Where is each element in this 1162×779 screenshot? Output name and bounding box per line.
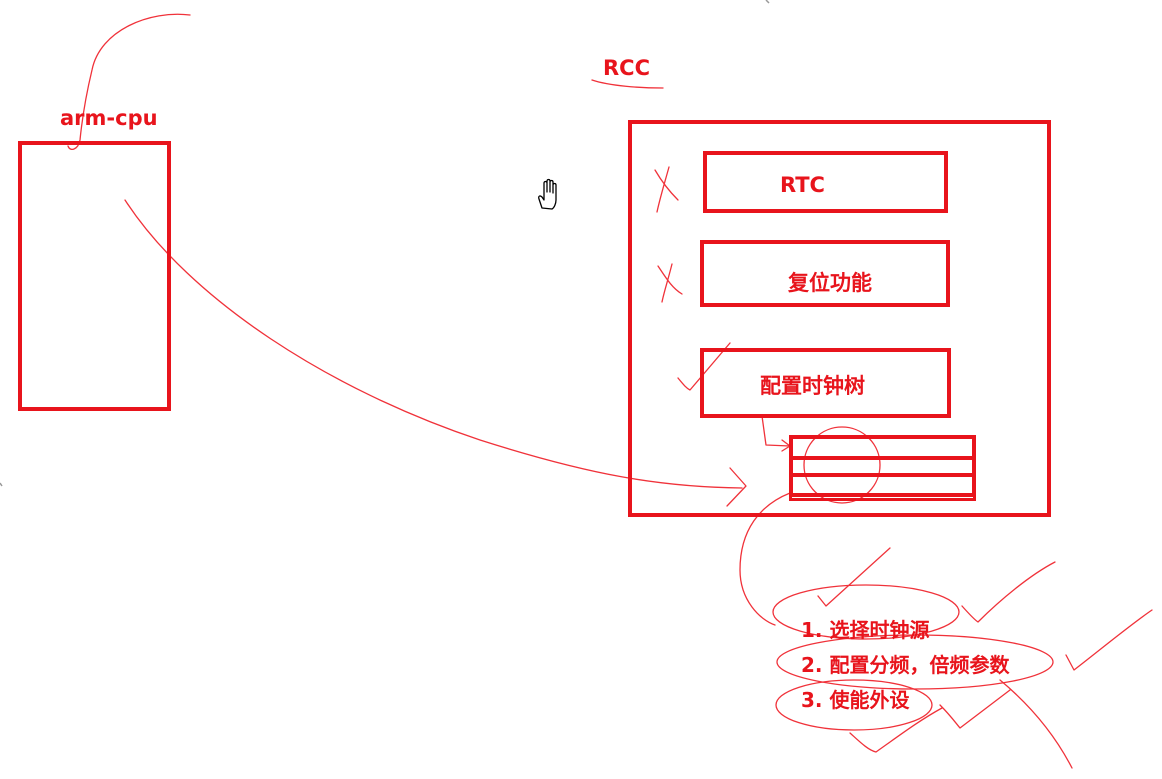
rcc-box <box>628 120 1051 517</box>
step2-tail-stroke <box>999 679 1073 769</box>
step2-label: 2. 配置分频，倍频参数 <box>801 653 1010 677</box>
cpu-to-register-arrowhead <box>726 467 747 507</box>
hand-grab-cursor-icon <box>538 178 557 210</box>
clock-tree-check-mark <box>677 342 731 391</box>
rtc-x-mark <box>654 166 679 213</box>
edge-mark-top <box>765 0 770 4</box>
reset-label: 复位功能 <box>788 271 872 295</box>
reset-box <box>700 240 950 307</box>
step3-label: 3. 使能外设 <box>801 688 910 712</box>
register-stack <box>789 435 976 506</box>
step3-tail-stroke <box>939 689 1011 729</box>
step2-check-mark <box>961 561 1056 623</box>
step1-label: 1. 选择时钟源 <box>801 618 930 642</box>
cpu-to-register-arrow <box>124 199 743 489</box>
register-to-steps-curve <box>739 492 791 626</box>
step1-check-mark <box>817 547 891 607</box>
arm-cpu-label: arm-cpu <box>60 106 158 130</box>
reset-x-mark <box>657 263 683 303</box>
step3-check-mark-lower <box>849 707 943 753</box>
rtc-box <box>703 151 948 213</box>
arm-cpu-scribble <box>67 13 191 151</box>
register-circle <box>803 426 881 504</box>
step3-check-mark <box>1065 609 1153 671</box>
rcc-label: RCC <box>603 56 650 80</box>
arm-cpu-box <box>18 141 171 411</box>
rcc-underline <box>591 79 664 89</box>
clock-tree-label: 配置时钟树 <box>760 374 865 398</box>
clock-tree-box <box>700 348 951 418</box>
step3-oval <box>775 679 933 731</box>
step1-oval <box>772 584 960 640</box>
edge-mark-left <box>0 482 3 487</box>
register-row <box>789 493 976 501</box>
rtc-label: RTC <box>780 173 825 197</box>
